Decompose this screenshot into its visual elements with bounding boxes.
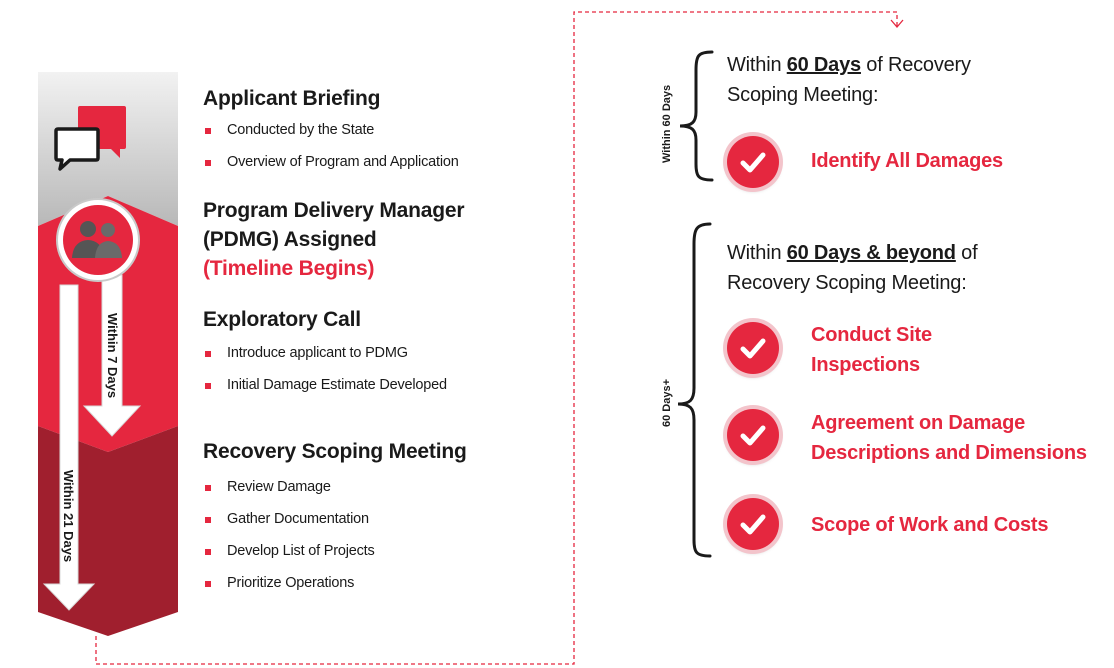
step-title-recovery-scoping: Recovery Scoping Meeting — [203, 440, 467, 463]
step-title-pdmg-line2: (PDMG) Assigned — [203, 228, 377, 251]
bullet-text: Gather Documentation — [227, 511, 369, 527]
brace-top — [679, 50, 714, 182]
arrow-21-days — [42, 284, 96, 611]
bullet-square — [205, 160, 211, 166]
bullet-square — [205, 128, 211, 134]
list-item: Gather Documentation — [205, 507, 375, 531]
bullet-square — [205, 549, 211, 555]
item-scope-of-work: Scope of Work and Costs — [811, 514, 1049, 536]
check-icon — [727, 136, 779, 188]
bottom-intro-suffix: of — [955, 242, 978, 264]
top-intro-line1: Within 60 Days of Recovery — [727, 52, 971, 78]
list-item: Prioritize Operations — [205, 571, 375, 595]
step-title-applicant-briefing: Applicant Briefing — [203, 87, 381, 110]
bottom-intro-prefix: Within — [727, 242, 787, 264]
bottom-intro-line1: Within 60 Days & beyond of — [727, 240, 978, 266]
step-title-exploratory-call: Exploratory Call — [203, 308, 361, 331]
timeline-banner — [38, 72, 178, 636]
bottom-intro-line2: Recovery Scoping Meeting: — [727, 272, 967, 294]
bracket-label-within-60: Within 60 Days — [661, 84, 673, 163]
check-icon — [727, 498, 779, 550]
bullet-square — [205, 517, 211, 523]
list-item: Conducted by the State — [205, 118, 459, 142]
scoping-bullet-list: Review Damage Gather Documentation Devel… — [205, 475, 375, 595]
bullet-square — [205, 581, 211, 587]
bullet-text: Review Damage — [227, 479, 331, 495]
item-site-inspections-line2: Inspections — [811, 354, 920, 376]
bullet-square — [205, 485, 211, 491]
top-intro-line2: Scoping Meeting: — [727, 84, 879, 106]
bullet-text: Conducted by the State — [227, 122, 375, 138]
speech-bubbles-icon — [54, 106, 126, 171]
bracket-label-60-plus: 60 Days+ — [661, 379, 673, 428]
briefing-bullet-list: Conducted by the State Overview of Progr… — [205, 118, 459, 174]
item-agreement-line2: Descriptions and Dimensions — [811, 442, 1087, 464]
top-intro-bold: 60 Days — [786, 54, 861, 76]
bullet-text: Overview of Program and Application — [227, 154, 459, 170]
list-item: Develop List of Projects — [205, 539, 375, 563]
list-item: Overview of Program and Application — [205, 150, 459, 174]
arrow-7-days — [82, 274, 142, 437]
item-site-inspections-line1: Conduct Site — [811, 324, 932, 346]
check-icon — [727, 409, 779, 461]
people-icon — [72, 221, 122, 258]
check-icon — [727, 322, 779, 374]
bullet-text: Prioritize Operations — [227, 575, 355, 591]
exploratory-bullet-list: Introduce applicant to PDMG Initial Dama… — [205, 341, 447, 397]
brace-bottom — [677, 222, 712, 558]
top-intro-prefix: Within — [727, 54, 787, 76]
bullet-square — [205, 383, 211, 389]
list-item: Introduce applicant to PDMG — [205, 341, 447, 365]
bullet-text: Develop List of Projects — [227, 543, 375, 559]
list-item: Review Damage — [205, 475, 375, 499]
bullet-text: Initial Damage Estimate Developed — [227, 377, 447, 393]
bottom-intro-bold: 60 Days & beyond — [786, 242, 956, 264]
bullet-square — [205, 351, 211, 357]
timeline-begins-note: (Timeline Begins) — [203, 257, 375, 280]
step-title-pdmg-line1: Program Delivery Manager — [203, 199, 465, 222]
connector-arrowhead — [890, 19, 904, 28]
list-item: Initial Damage Estimate Developed — [205, 373, 447, 397]
bullet-text: Introduce applicant to PDMG — [227, 345, 408, 361]
item-identify-damages: Identify All Damages — [811, 150, 1003, 172]
item-agreement-line1: Agreement on Damage — [811, 412, 1026, 434]
top-intro-suffix: of Recovery — [860, 54, 971, 76]
